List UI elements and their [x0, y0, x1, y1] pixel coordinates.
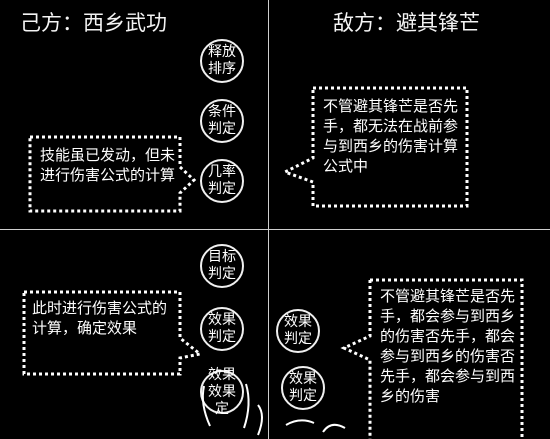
node-enemy-effect-check-1: 效果判定	[276, 309, 320, 353]
node-target-check: 目标判定	[200, 244, 244, 288]
node-release-order: 释放排序	[200, 39, 244, 83]
callout-bottom-left: 此时进行伤害公式的计算，确定效果	[22, 290, 204, 378]
callout-bottom-right-text: 不管避其锋芒是否先手，都会参与到西乡的伤害否先手，都会参与到西乡的伤害否先手，都…	[380, 287, 516, 405]
callout-top-left-frame	[28, 135, 197, 213]
horizontal-divider	[0, 229, 550, 230]
node-probability-check: 几率判定	[200, 159, 244, 203]
callout-bottom-right-frame	[340, 278, 524, 439]
left-title: 己方：西乡武功	[20, 11, 167, 35]
callout-top-right-text: 不管避其锋芒是否先手，都无法在战前参与到西乡的伤害计算公式中	[323, 97, 459, 175]
callout-bottom-left-text: 此时进行伤害公式的计算，确定效果	[32, 299, 168, 337]
vertical-divider	[268, 0, 269, 439]
callout-top-right-frame	[281, 86, 469, 208]
node-condition-check: 条件判定	[200, 99, 244, 143]
node-effect-check: 效果判定	[200, 307, 244, 351]
right-title: 敌方：避其锋芒	[333, 11, 480, 35]
callout-top-left-text: 技能虽已发动，但未进行伤害公式的计算	[40, 146, 176, 184]
node-effect-check-partial: 效果效果定	[200, 367, 244, 417]
callout-top-right: 不管避其锋芒是否先手，都无法在战前参与到西乡的伤害计算公式中	[281, 86, 473, 210]
node-enemy-effect-check-2: 效果判定	[281, 366, 325, 410]
callout-top-left: 技能虽已发动，但未进行伤害公式的计算	[28, 135, 198, 215]
callout-bottom-right: 不管避其锋芒是否先手，都会参与到西乡的伤害否先手，都会参与到西乡的伤害否先手，都…	[340, 278, 550, 439]
callout-bottom-left-frame	[22, 290, 204, 376]
